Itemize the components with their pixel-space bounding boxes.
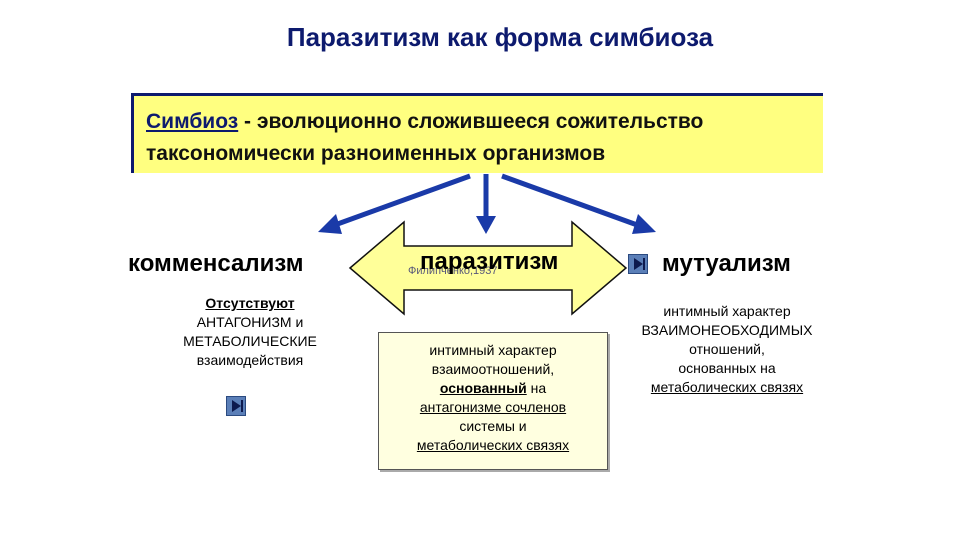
mutualism-line: отношений, [689, 341, 765, 357]
definition-dash: - [238, 110, 257, 133]
parasitism-description: интимный характер взаимоотношений, основ… [379, 341, 607, 455]
parasitism-line: антагонизме сочленов [419, 399, 567, 415]
parasitism-line: основанный на [379, 379, 607, 398]
parasitism-caption: Филипченко,1937 [408, 265, 498, 277]
mutualism-line: ВЗАИМОНЕОБХОДИМЫХ [641, 322, 813, 338]
play-next-button-right[interactable] [628, 254, 648, 274]
definition-line-2: таксономически разноименных организмов [146, 142, 606, 165]
heading-commensalism: комменсализм [128, 250, 304, 277]
parasitism-line: метаболических связях [416, 437, 570, 453]
commensalism-line: АНТАГОНИЗМ и [196, 314, 304, 330]
mutualism-line: основанных на [678, 360, 776, 376]
arrow-to-mutualism [501, 173, 641, 229]
mutualism-line: интимный характер [663, 303, 791, 319]
parasitism-on: на [526, 380, 547, 396]
parasitism-double-arrow [348, 220, 628, 316]
play-next-icon [232, 400, 243, 412]
arrowhead-parasitism [476, 216, 496, 234]
heading-parasitism: паразитизм [420, 248, 559, 275]
page-title: Паразитизм как форма симбиоза [286, 22, 714, 52]
mutualism-line: метаболических связях [650, 379, 804, 395]
definition-text-1: эволюционно сложившееся сожительство [256, 110, 704, 133]
commensalism-description: Отсутствуют АНТАГОНИЗМ и МЕТАБОЛИЧЕСКИЕ … [150, 294, 350, 370]
parasitism-line: системы и [459, 418, 527, 434]
parasitism-box: интимный характер взаимоотношений, основ… [378, 332, 608, 470]
definition-line-1: Симбиоз - эволюционно сложившееся сожите… [146, 110, 703, 134]
commensalism-line: МЕТАБОЛИЧЕСКИЕ [183, 333, 317, 349]
play-next-icon [634, 258, 645, 270]
arrow-to-commensalism [331, 173, 471, 229]
definition-term: Симбиоз [146, 110, 239, 133]
play-next-button-left[interactable] [226, 396, 246, 416]
commensalism-line: взаимодействия [196, 352, 304, 368]
definition-box: Симбиоз - эволюционно сложившееся сожите… [131, 93, 823, 173]
commensalism-line: Отсутствуют [205, 295, 295, 311]
arrowhead-mutualism [632, 214, 656, 234]
arrowhead-commensalism [318, 214, 342, 234]
parasitism-based-on: основанный [439, 380, 527, 396]
parasitism-line: интимный характер [429, 342, 557, 358]
heading-mutualism: мутуализм [662, 250, 791, 277]
mutualism-description: интимный характер ВЗАИМОНЕОБХОДИМЫХ отно… [612, 302, 842, 397]
parasitism-line: взаимоотношений, [431, 361, 555, 377]
